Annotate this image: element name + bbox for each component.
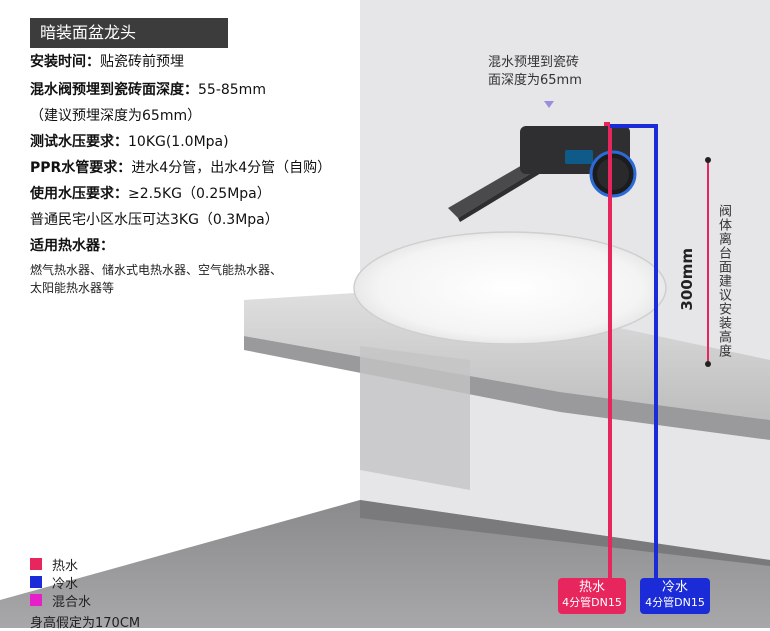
spec-heaters-line1: 燃气热水器、储水式电热水器、空气能热水器、 — [30, 263, 283, 277]
spec-embed-suggest: （建议预埋深度为65mm） — [30, 108, 202, 124]
mixed-swatch — [30, 594, 42, 606]
spec-value: 55-85mm — [198, 82, 266, 98]
spec-value: ≥2.5KG（0.25Mpa） — [128, 186, 271, 202]
pointer-triangle — [544, 101, 554, 108]
spec-label: 混水阀预埋到瓷砖面深度： — [30, 82, 198, 98]
basin — [354, 232, 666, 344]
depth-note-line2: 面深度为65mm — [488, 73, 582, 88]
spec-value: 贴瓷砖前预埋 — [100, 54, 184, 70]
depth-note-line1: 混水预埋到瓷砖 — [488, 55, 580, 70]
cold-tag-title: 冷水 — [661, 580, 688, 595]
spec-test-pressure: 测试水压要求：10KG(1.0Mpa) — [30, 132, 229, 152]
spec-label: PPR水管要求： — [30, 160, 132, 176]
spec-heaters-line2: 太阳能热水器等 — [30, 281, 115, 295]
spec-residential-note: 普通民宅小区水压可达3KG（0.3Mpa） — [30, 212, 279, 228]
height-assumption: 身高假定为170CM — [30, 616, 141, 631]
hot-tag-spec: 4分管DN15 — [562, 596, 622, 609]
legend-hot-label: 热水 — [52, 559, 79, 574]
spec-embed-depth: 混水阀预埋到瓷砖面深度：55-85mm — [30, 80, 266, 100]
title-bar: 暗装面盆龙头 — [30, 18, 228, 48]
spec-label: 适用热水器： — [30, 238, 114, 254]
floor-edge — [360, 500, 770, 566]
spec-label: 使用水压要求： — [30, 186, 128, 202]
hot-water-tag: 热水 4分管DN15 — [558, 578, 626, 614]
counter-support — [360, 346, 470, 490]
spec-value: 10KG(1.0Mpa) — [128, 134, 229, 150]
spec-value: 进水4分管，出水4分管（自购） — [131, 160, 332, 176]
legend-cold-label: 冷水 — [52, 577, 79, 592]
cold-water-tag: 冷水 4分管DN15 — [640, 578, 710, 614]
cold-tag-spec: 4分管DN15 — [645, 596, 705, 609]
left-panel — [0, 0, 360, 600]
countertop — [244, 288, 770, 420]
legend-mixed-label: 混合水 — [52, 595, 92, 610]
hot-tag-title: 热水 — [578, 580, 605, 595]
height-value-label: 300mm — [678, 248, 696, 311]
spec-install-time: 安装时间：贴瓷砖前预埋 — [30, 52, 184, 72]
height-note-label: 阀体离台面建议安装高度 — [716, 204, 731, 358]
spec-use-pressure: 使用水压要求：≥2.5KG（0.25Mpa） — [30, 184, 271, 204]
faucet-display — [565, 150, 593, 164]
cold-swatch — [30, 576, 42, 588]
spec-label: 测试水压要求： — [30, 134, 128, 150]
page-title: 暗装面盆龙头 — [40, 23, 137, 42]
spec-heaters-label: 适用热水器： — [30, 236, 114, 256]
cold-pipe — [610, 124, 658, 590]
spec-label: 安装时间： — [30, 54, 100, 70]
spec-ppr-pipe: PPR水管要求：进水4分管，出水4分管（自购） — [30, 158, 331, 178]
hot-swatch — [30, 558, 42, 570]
